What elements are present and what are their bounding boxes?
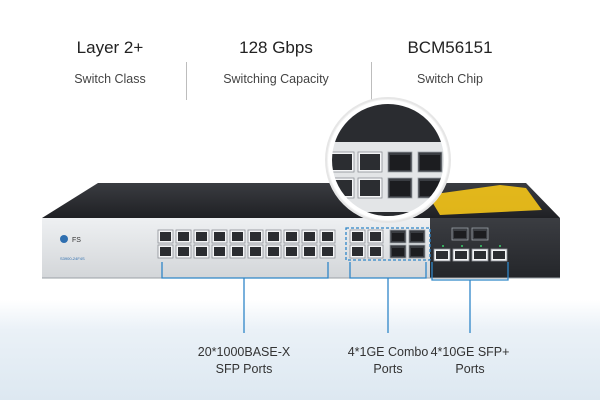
- rj45-port-socket: [411, 248, 423, 256]
- spec-label: Switch Chip: [417, 72, 483, 86]
- sfp-port-slot: [455, 251, 467, 259]
- caption-line: SFP Ports: [215, 362, 273, 376]
- bracket-sfp: [161, 262, 329, 333]
- caption-line: Ports: [373, 362, 403, 376]
- sfp-port-slot: [160, 232, 171, 241]
- sfp-port-slot: [214, 247, 225, 256]
- spec-value: 128 Gbps: [239, 38, 313, 57]
- caption-combo-ports: 4*1GE Combo Ports: [338, 344, 438, 378]
- sfp-port-slot: [178, 232, 189, 241]
- rj45-port-socket: [392, 233, 404, 241]
- sfp-port-slot: [214, 232, 225, 241]
- spec-switch-class: Layer 2+ Switch Class: [20, 38, 200, 86]
- sfp-port-slot: [232, 232, 243, 241]
- sfp-port-slot: [196, 247, 207, 256]
- status-led: [461, 245, 463, 247]
- sfp-port-slot: [474, 251, 486, 259]
- spec-label: Switching Capacity: [223, 72, 329, 86]
- spec-switch-chip: BCM56151 Switch Chip: [360, 38, 540, 86]
- sfp-port-slot: [436, 251, 448, 259]
- sfp-port-slot: [268, 232, 279, 241]
- rj45-port-socket: [392, 248, 404, 256]
- sfp-port-slot: [268, 247, 279, 256]
- rj45-port-socket: [420, 155, 440, 170]
- rj45-port-socket: [390, 181, 410, 196]
- sfp-port-slot: [250, 232, 261, 241]
- status-led: [499, 245, 501, 247]
- floor-backdrop: [0, 300, 600, 400]
- caption-line: 4*1GE Combo: [347, 345, 429, 359]
- sfp-port-slot: [232, 247, 243, 256]
- sfp-port-slot: [332, 154, 352, 170]
- model-label: S3900-24F4S: [60, 256, 85, 261]
- magnifier: [325, 97, 451, 223]
- sfp-port-slot: [493, 251, 505, 259]
- sfp-port-slot: [304, 247, 315, 256]
- spec-switching-capacity: 128 Gbps Switching Capacity: [186, 38, 366, 86]
- sfp-port-slot: [360, 180, 380, 196]
- sfp-port-slot: [286, 247, 297, 256]
- sfp-port-slot: [352, 247, 363, 256]
- sfp-port-slot: [370, 247, 381, 256]
- sfp-port-slot: [250, 247, 261, 256]
- bracket-10ge: [431, 262, 509, 333]
- sfp-port-slot: [178, 247, 189, 256]
- rj45-port-socket: [474, 231, 486, 238]
- sfp-port-slot: [370, 232, 381, 241]
- spec-value: BCM56151: [407, 38, 493, 57]
- sfp-port-slot: [352, 232, 363, 241]
- rj45-port-socket: [390, 155, 410, 170]
- front-panel-dark: [430, 218, 560, 278]
- rj45-port-socket: [411, 233, 423, 241]
- caption-10ge-ports: 4*10GE SFP+ Ports: [420, 344, 520, 378]
- caption-line: 20*1000BASE-X: [197, 345, 291, 359]
- caption-sfp-ports: 20*1000BASE-X SFP Ports: [184, 344, 304, 378]
- sfp-port-slot: [322, 232, 333, 241]
- caption-line: Ports: [455, 362, 485, 376]
- ten-ge-ports: [433, 227, 508, 262]
- brand-logo-icon: [60, 235, 68, 243]
- sfp-port-slot: [160, 247, 171, 256]
- yellow-accent: [428, 185, 542, 215]
- sfp-port-slot: [322, 247, 333, 256]
- spec-value: Layer 2+: [76, 38, 144, 57]
- rj45-port-socket: [454, 231, 466, 238]
- divider: [186, 62, 187, 100]
- combo-ports: [349, 229, 426, 259]
- spec-label: Switch Class: [74, 72, 146, 86]
- caption-line: 4*10GE SFP+: [430, 345, 510, 359]
- sfp-port-slot: [196, 232, 207, 241]
- sfp-port-slot: [360, 154, 380, 170]
- status-led: [480, 245, 482, 247]
- sfp-port-slot: [286, 232, 297, 241]
- sfp-ports-1000base-x: [157, 229, 336, 259]
- divider: [371, 62, 372, 100]
- bracket-combo: [345, 227, 431, 333]
- brand-logo: FS: [72, 237, 81, 244]
- status-led: [442, 245, 444, 247]
- sfp-port-slot: [304, 232, 315, 241]
